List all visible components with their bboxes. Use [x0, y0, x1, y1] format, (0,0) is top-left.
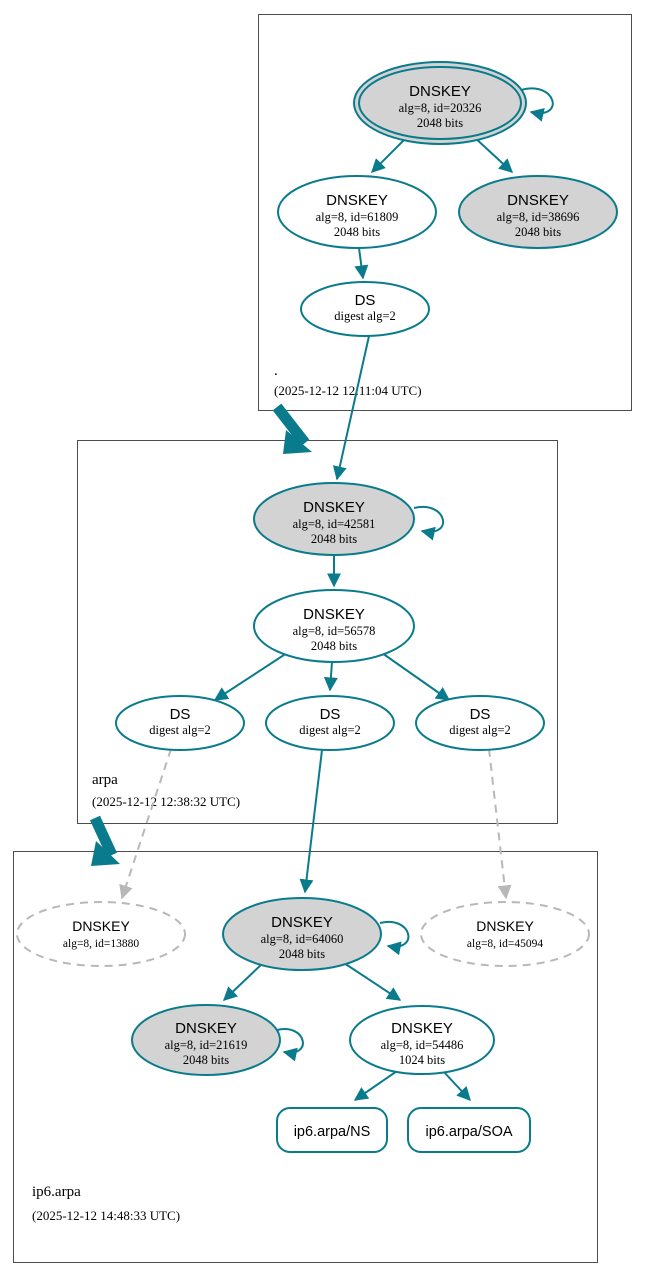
- node-dnskey-61809[interactable]: DNSKEY alg=8, id=61809 2048 bits: [277, 175, 437, 249]
- node-keyinfo: alg=8, id=45094: [467, 938, 543, 950]
- node-title: DNSKEY: [507, 192, 569, 209]
- node-keysize: 2048 bits: [183, 1053, 229, 1067]
- node-keyinfo: alg=8, id=61809: [316, 210, 399, 224]
- edge-zsk56578-to-ds-45094: [381, 652, 451, 701]
- node-title: DNSKEY: [303, 499, 365, 516]
- node-title: DS: [470, 706, 491, 723]
- node-keysize: 2048 bits: [311, 639, 357, 653]
- edge-ksk42581-self-sign: [413, 505, 445, 541]
- edge-zsk56578-to-ds-64060: [323, 661, 338, 692]
- node-keysize: 2048 bits: [334, 225, 380, 239]
- node-title: DS: [170, 706, 191, 723]
- node-keyinfo: alg=8, id=56578: [293, 624, 376, 638]
- node-ds-13880[interactable]: DS digest alg=2: [115, 695, 245, 751]
- node-dnskey-56578[interactable]: DNSKEY alg=8, id=56578 2048 bits: [253, 589, 415, 663]
- node-keyinfo: alg=8, id=21619: [165, 1038, 248, 1052]
- edge-zone-root-to-arpa: [272, 403, 312, 454]
- edge-zsk54486-to-rrset-ns: [353, 1070, 398, 1101]
- node-dnskey-21619[interactable]: DNSKEY alg=8, id=21619 2048 bits: [131, 1004, 281, 1076]
- node-dnskey-20326-trust-anchor[interactable]: DNSKEY alg=8, id=20326 2048 bits: [353, 61, 527, 145]
- edge-zsk56578-to-ds-13880: [213, 652, 288, 701]
- edge-ds64060-to-ksk64060: [299, 749, 323, 894]
- edge-ksk20326-to-zsk61809: [371, 135, 409, 173]
- edge-ksk64060-to-zsk54486: [343, 962, 402, 1001]
- zone-name-arpa: arpa: [92, 772, 118, 788]
- node-title: DNSKEY: [326, 192, 388, 209]
- node-ds-root-to-arpa[interactable]: DS digest alg=2: [300, 281, 430, 337]
- node-title: DS: [320, 706, 341, 723]
- node-dnskey-13880-insecure[interactable]: DNSKEY alg=8, id=13880: [16, 901, 186, 967]
- node-title: DNSKEY: [476, 918, 534, 934]
- rrset-label: ip6.arpa/SOA: [425, 1124, 512, 1140]
- node-dnskey-54486[interactable]: DNSKEY alg=8, id=54486 1024 bits: [349, 1005, 495, 1075]
- node-title: DNSKEY: [391, 1020, 453, 1037]
- edge-zsk54486-to-rrset-soa: [442, 1070, 471, 1102]
- edge-ds-to-arpa-ksk42581: [332, 335, 370, 481]
- node-keyinfo: alg=8, id=20326: [399, 101, 482, 115]
- node-keysize: 1024 bits: [399, 1053, 445, 1067]
- node-title: DNSKEY: [271, 914, 333, 931]
- node-keyinfo: alg=8, id=64060: [261, 932, 344, 946]
- zone-timestamp-arpa: (2025-12-12 12:38:32 UTC): [92, 794, 240, 809]
- node-ds-64060[interactable]: DS digest alg=2: [265, 695, 395, 751]
- node-title: DNSKEY: [303, 606, 365, 623]
- node-title: DNSKEY: [409, 83, 471, 100]
- node-digestinfo: digest alg=2: [334, 309, 396, 323]
- node-digestinfo: digest alg=2: [449, 723, 511, 737]
- node-title: DNSKEY: [175, 1020, 237, 1037]
- zone-name-ip6arpa: ip6.arpa: [32, 1184, 81, 1200]
- node-keyinfo: alg=8, id=42581: [293, 517, 376, 531]
- edge-ds45094-to-key45094-insecure: [488, 748, 512, 900]
- edge-ksk64060-to-zsk21619: [222, 962, 264, 1001]
- node-dnskey-42581[interactable]: DNSKEY alg=8, id=42581 2048 bits: [253, 482, 415, 556]
- node-keyinfo: alg=8, id=38696: [497, 210, 580, 224]
- node-keysize: 2048 bits: [515, 225, 561, 239]
- node-digestinfo: digest alg=2: [149, 723, 211, 737]
- edge-zsk61809-to-ds: [354, 247, 369, 280]
- node-keyinfo: alg=8, id=13880: [63, 938, 139, 950]
- node-ds-45094[interactable]: DS digest alg=2: [415, 695, 545, 751]
- node-digestinfo: digest alg=2: [299, 723, 361, 737]
- node-keysize: 2048 bits: [417, 116, 463, 130]
- node-title: DS: [355, 292, 376, 309]
- edge-ksk64060-self-sign: [379, 920, 410, 956]
- zone-timestamp-ip6arpa: (2025-12-12 14:48:33 UTC): [32, 1208, 180, 1223]
- rrset-label: ip6.arpa/NS: [294, 1124, 371, 1140]
- node-title: DNSKEY: [72, 918, 130, 934]
- node-rrset-soa[interactable]: ip6.arpa/SOA: [407, 1107, 531, 1153]
- node-dnskey-38696[interactable]: DNSKEY alg=8, id=38696 2048 bits: [458, 175, 618, 249]
- zone-name-root: .: [274, 363, 278, 379]
- node-keysize: 2048 bits: [311, 532, 357, 546]
- node-dnskey-64060[interactable]: DNSKEY alg=8, id=64060 2048 bits: [222, 897, 382, 971]
- node-dnskey-45094-insecure[interactable]: DNSKEY alg=8, id=45094: [420, 901, 590, 967]
- edge-ksk20326-to-key38696: [472, 135, 514, 173]
- edge-ds13880-to-key13880-insecure: [119, 748, 172, 900]
- edge-ksk20326-self-sign: [520, 87, 554, 122]
- node-keyinfo: alg=8, id=54486: [381, 1038, 464, 1052]
- node-rrset-ns[interactable]: ip6.arpa/NS: [276, 1107, 388, 1153]
- node-keysize: 2048 bits: [279, 947, 325, 961]
- edge-zone-arpa-to-ip6arpa: [90, 815, 120, 866]
- zone-timestamp-root: (2025-12-12 12:11:04 UTC): [274, 383, 422, 398]
- edge-zsk21619-self-sign: [276, 1028, 304, 1062]
